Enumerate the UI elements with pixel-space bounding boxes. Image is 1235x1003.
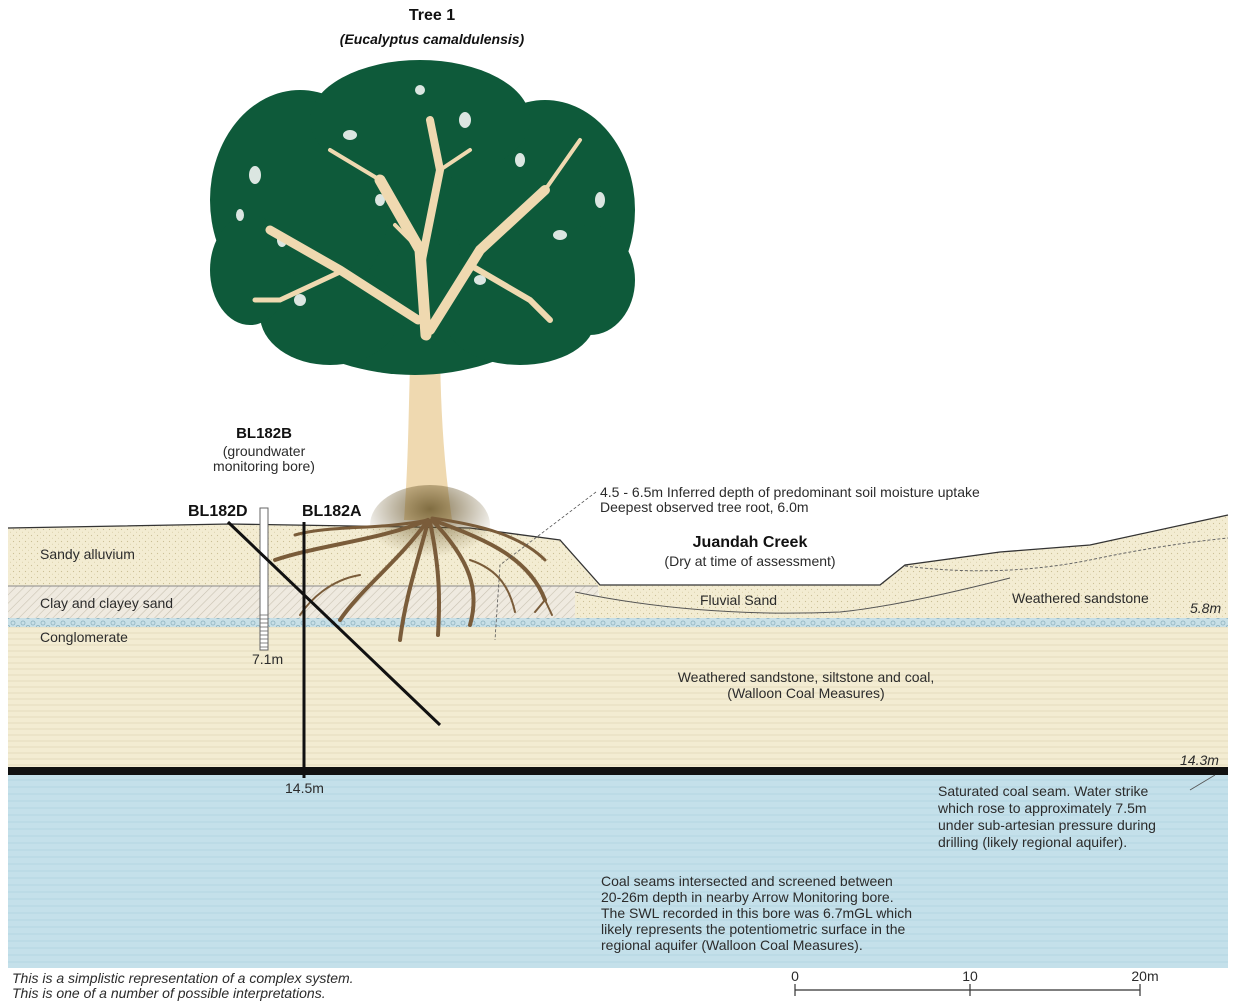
bl182b-label: BL182B: [236, 425, 292, 442]
coal-note-line4: drilling (likely regional aquifer).: [938, 834, 1128, 850]
bl182b-screen: [260, 614, 268, 648]
ground-surface: [7, 514, 1229, 586]
walloon-label-line1: Weathered sandstone, siltstone and coal,: [677, 669, 935, 685]
bl182a-label: BL182A: [302, 503, 362, 520]
bl182b-bore-casing: [259, 507, 269, 651]
fluvial-sand-label: Fluvial Sand: [700, 592, 778, 608]
scale-tick-0: 0: [791, 968, 799, 984]
root-note-leader: [494, 491, 597, 641]
scale-tick-10: 10: [962, 968, 978, 984]
root-note-line2: Deepest observed tree root, 6.0m: [600, 499, 809, 515]
coal-note-line3: under sub-artesian pressure during: [938, 817, 1156, 833]
scale-tick-20: 20m: [1131, 968, 1159, 984]
bl182d-bore: [226, 520, 442, 727]
coal-note-leader: [1189, 774, 1216, 791]
weathered-sandstone-label: Weathered sandstone: [1012, 590, 1149, 606]
tree-trunk: [404, 330, 452, 520]
disclaimer-line2: This is one of a number of possible inte…: [12, 985, 326, 1001]
coal-seam: [8, 767, 1228, 775]
tree-canopy: [210, 60, 635, 375]
coal-note-line1: Saturated coal seam. Water strike: [938, 783, 1149, 799]
aquifer-note-line2: 20-26m depth in nearby Arrow Monitoring …: [601, 889, 894, 905]
diagram-title: Tree 1: [408, 7, 456, 24]
diagram-subtitle: (Eucalyptus camaldulensis): [339, 31, 525, 47]
weathered-boundary: [904, 537, 1229, 572]
walloon-label-line2: (Walloon Coal Measures): [727, 685, 885, 701]
fluvial-boundary: [574, 577, 1011, 614]
fluvial-sand-lens: [575, 592, 960, 618]
tree-branches: [252, 116, 582, 341]
bl182b-depth-label: 7.1m: [252, 651, 284, 667]
canopy-gaps: [236, 85, 605, 306]
aquifer-layer: [8, 772, 1228, 968]
coal-note-line2: which rose to approximately 7.5m: [938, 800, 1147, 816]
creek-name: Juandah Creek: [692, 534, 808, 551]
sandy-alluvium-label: Sandy alluvium: [40, 546, 135, 562]
aquifer-note-line5: regional aquifer (Walloon Coal Measures)…: [601, 937, 863, 953]
aquifer-note-line1: Coal seams intersected and screened betw…: [601, 873, 893, 889]
bl182b-desc-line1: (groundwater: [222, 443, 306, 459]
bl182b-desc-line2: monitoring bore): [213, 458, 315, 474]
aquifer-note-line3: The SWL recorded in this bore was 6.7mGL…: [601, 905, 912, 921]
disclaimer-line1: This is a simplistic representation of a…: [12, 970, 354, 986]
walloon-layer: [8, 626, 1228, 769]
root-note-line1: 4.5 - 6.5m Inferred depth of predominant…: [600, 484, 980, 500]
bl182a-depth-label: 14.5m: [285, 780, 324, 796]
conglomerate-band: [8, 618, 1228, 627]
tree-roots: [273, 516, 553, 642]
sandy-alluvium-layer: [8, 515, 1228, 618]
conglomerate-label: Conglomerate: [40, 629, 128, 645]
aquifer-note-line4: likely represents the potentiometric sur…: [601, 921, 906, 937]
bl182d-label: BL182D: [188, 503, 248, 520]
depth-5-8-label: 5.8m: [1190, 600, 1222, 616]
clay-label: Clay and clayey sand: [40, 595, 174, 611]
scale-bar: [794, 984, 1141, 996]
depth-14-3-label: 14.3m: [1180, 752, 1219, 768]
creek-status: (Dry at time of assessment): [664, 553, 836, 569]
